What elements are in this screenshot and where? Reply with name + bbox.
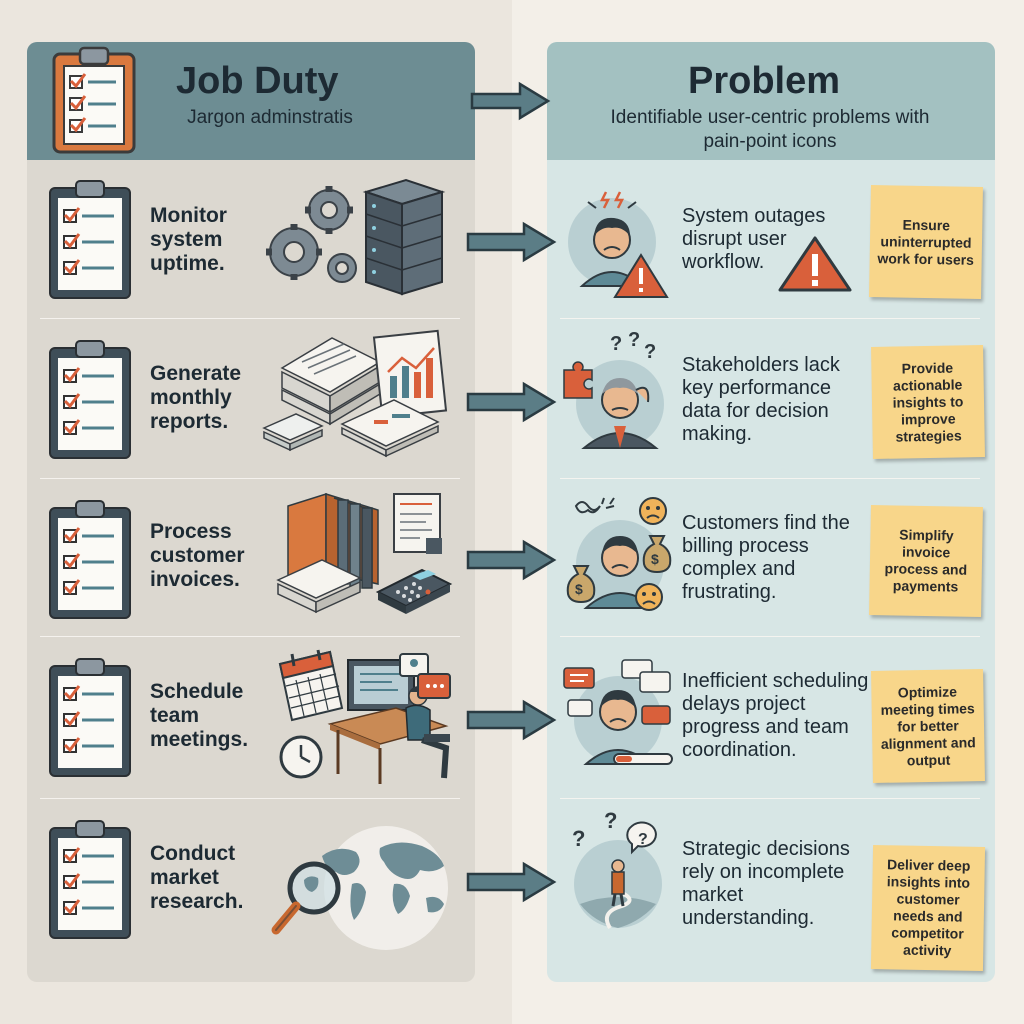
- sad-face-icon: [639, 497, 667, 525]
- clipboard-checklist-icon: [49, 180, 131, 299]
- duty-text: Generate monthly reports.: [150, 362, 242, 433]
- clipboard-checklist-icon: [49, 340, 131, 459]
- problem-text: System outages disrupt user workflow.: [682, 205, 826, 273]
- arrow-right-icon: [470, 81, 551, 121]
- server-rack-icon: [362, 178, 446, 296]
- money-bag-icon: $: [566, 565, 596, 604]
- svg-text:?: ?: [604, 808, 617, 833]
- arrow-right-icon: [466, 699, 557, 741]
- problem-text: Inefficient scheduling delays project pr…: [682, 670, 869, 761]
- problem-text: Customers find the billing process compl…: [682, 512, 850, 603]
- clipboard-checklist-icon: [49, 820, 131, 939]
- solution-sticky-note: Ensure uninterrupted work for users: [869, 185, 983, 299]
- duty-text: Monitor system uptime.: [150, 204, 227, 275]
- clipboard-checklist-icon: [49, 500, 131, 619]
- job-duty-title: Job Duty: [176, 60, 339, 102]
- svg-text:$: $: [575, 581, 583, 597]
- solution-sticky-note: Optimize meeting times for better alignm…: [871, 669, 985, 783]
- problem-text: Strategic decisions rely on incomplete m…: [682, 838, 850, 929]
- row-divider: [40, 636, 460, 637]
- warning-icon: [778, 236, 852, 292]
- row-divider: [40, 318, 460, 319]
- problem-text: Stakeholders lack key performance data f…: [682, 354, 840, 445]
- solution-sticky-note: Deliver deep insights into customer need…: [870, 845, 986, 971]
- clipboard-checklist-icon: [49, 658, 131, 777]
- chat-bubbles-icon: [399, 653, 451, 699]
- duty-text: Schedule team meetings.: [150, 680, 249, 751]
- problem-header: [547, 42, 995, 160]
- duty-text: Conduct market research.: [150, 842, 244, 913]
- folders-icon: [276, 492, 442, 614]
- svg-text:?: ?: [638, 831, 648, 848]
- calculator-icon: [375, 568, 453, 614]
- money-bag-icon: $: [642, 535, 672, 574]
- svg-text:?: ?: [628, 329, 640, 351]
- svg-text:?: ?: [644, 341, 656, 363]
- row-divider: [560, 636, 980, 637]
- arrow-right-icon: [466, 221, 557, 263]
- world-map-icon: [322, 826, 448, 950]
- clipboard-checklist-icon: [52, 46, 136, 154]
- arrow-right-icon: [466, 539, 557, 581]
- desk-worker-icon: [327, 659, 450, 784]
- gears-icon: [266, 186, 357, 283]
- lost-traveler-icon: ?? ?: [572, 808, 662, 930]
- arrow-right-icon: [466, 381, 557, 423]
- calendar-icon: [278, 649, 344, 722]
- stressed-user-icon: [574, 676, 673, 765]
- svg-text:?: ?: [610, 333, 622, 355]
- report-stack-icon: [262, 329, 448, 458]
- svg-text:$: $: [651, 551, 659, 567]
- duty-text: Process customer invoices.: [150, 520, 245, 591]
- row-divider: [560, 318, 980, 319]
- row-divider: [560, 478, 980, 479]
- solution-sticky-note: Simplify invoice process and payments: [869, 505, 983, 617]
- solution-sticky-note: Provide actionable insights to improve s…: [871, 345, 985, 459]
- job-duty-subtitle: Jargon adminstratis: [187, 107, 353, 128]
- stressed-user-icon: [568, 191, 656, 287]
- clock-icon: [279, 735, 323, 779]
- warning-icon: [613, 253, 669, 298]
- problem-title: Problem: [688, 60, 841, 102]
- row-divider: [560, 798, 980, 799]
- row-divider: [40, 798, 460, 799]
- confused-manager-icon: ???: [563, 329, 664, 449]
- problem-subtitle: Identifiable user-centric problems with …: [610, 107, 930, 152]
- magnifier-icon: [271, 861, 341, 935]
- arrow-right-icon: [466, 861, 557, 903]
- svg-text:?: ?: [572, 826, 585, 851]
- row-divider: [40, 478, 460, 479]
- sad-face-icon: [635, 583, 663, 611]
- chat-bubbles-icon: [563, 659, 671, 725]
